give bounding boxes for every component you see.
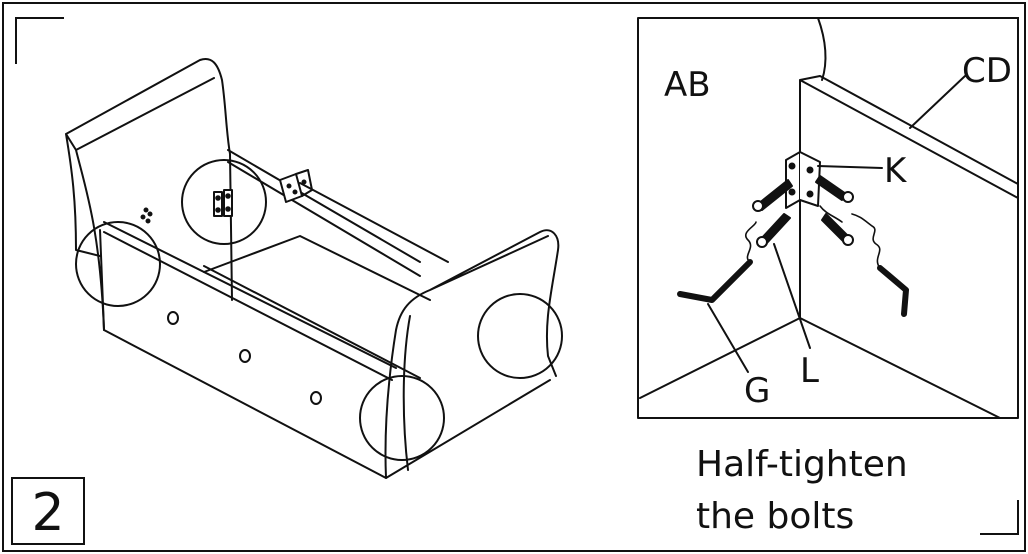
bolt-lower-left [756,213,791,248]
detail-circle-right [477,293,563,379]
caption-line-1: Half-tighten [696,444,908,485]
allen-key-right [819,205,909,317]
bolt-hole-1 [167,311,179,325]
bolt-upper-right [815,175,854,203]
seat-floor [203,235,431,301]
label-cd: CD [962,51,1012,91]
crop-mark-top-right [982,17,1019,60]
pointer-k [817,165,883,169]
back-rail-bracket [279,169,313,203]
step-number-box [11,477,85,545]
left-arm [65,58,233,331]
detail-circle-center [181,159,267,245]
pointer-cd [909,75,966,129]
bolt-hole-3 [310,391,322,405]
label-l: L [800,351,819,391]
bolt-hole-2 [239,349,251,363]
dot-1 [143,207,149,213]
pointer-l [773,243,811,349]
dot-3 [140,214,146,220]
dot-4 [145,218,151,224]
bolt-lower-right [821,213,854,246]
detail-circle-left [75,221,161,307]
pointer-g [707,303,749,373]
bolt-upper-left [752,179,793,212]
label-k: K [884,151,908,191]
dot-2 [147,211,153,217]
caption-line-2: the bolts [696,496,854,537]
step-number: 2 [31,483,64,543]
right-arm [384,229,560,479]
bench-illustration [65,58,563,479]
label-ab: AB [664,65,711,105]
corner-bracket-k [785,151,821,209]
detail-arm-curve [817,17,827,81]
detail-circle-bottom [359,375,445,461]
label-g: G [744,371,770,411]
allen-key-left [677,221,757,303]
detail-inset [637,17,1019,419]
crop-mark-bottom-right [980,500,1019,535]
front-panel [99,229,387,479]
corner-bracket-small [213,189,233,217]
front-rail [103,221,421,381]
crop-mark-top-left [15,17,64,64]
